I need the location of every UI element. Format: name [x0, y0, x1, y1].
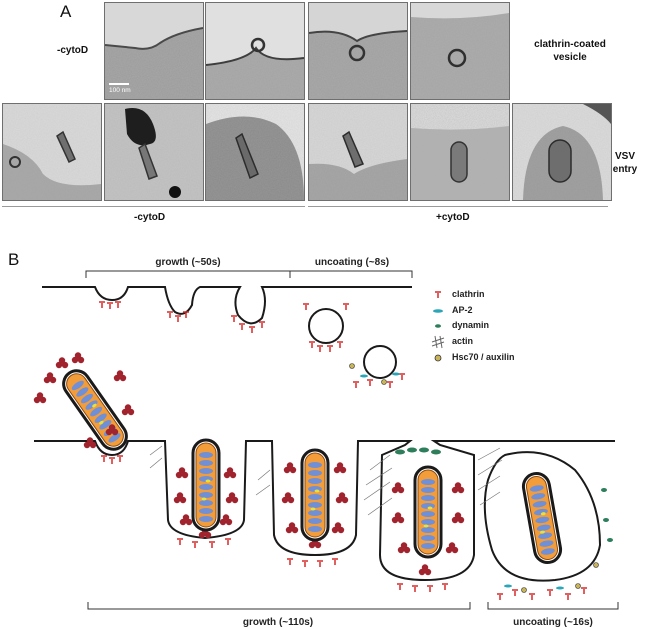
em-tile-bottom-3 — [205, 103, 305, 201]
em-image-bottom-6 — [513, 104, 611, 200]
em-image-bottom-1 — [3, 104, 101, 200]
em-image-bottom-3 — [206, 104, 304, 200]
legend-label-actin: actin — [452, 336, 474, 346]
em-image-top-4 — [411, 3, 509, 99]
side-label-vsv-line2: entry — [612, 164, 638, 175]
bracket-bottom-growth — [87, 602, 471, 610]
bracket-bottom-uncoating — [487, 602, 619, 610]
em-tile-top-2 — [205, 2, 305, 100]
scale-bar — [109, 83, 129, 85]
em-image-bottom-2 — [105, 104, 203, 200]
legend-label-hsc70-auxilin: Hsc70 / auxilin — [452, 352, 515, 362]
side-label-vsv-entry: VSV entry — [605, 150, 645, 176]
legend-label-dynamin: dynamin — [452, 320, 490, 330]
em-image-top-3 — [309, 3, 407, 99]
legend-hsc70-auxilin-icon — [434, 354, 442, 362]
bottom-label-plus-cytod: +cytoD — [436, 212, 470, 223]
em-tile-bottom-1 — [2, 103, 102, 201]
side-label-clathrin-vesicle: clathrin-coated vesicle — [525, 38, 615, 64]
bottom-dynamin-collar — [395, 447, 441, 455]
virion-pit-3 — [413, 465, 443, 559]
legend-ap2-icon — [433, 309, 443, 313]
panel-a-letter: A — [60, 2, 72, 21]
bottom-free-coat-components — [496, 488, 613, 601]
top-free-clathrin — [349, 363, 406, 389]
bracket-top-growth — [85, 270, 291, 278]
bottom-plasma-membrane — [34, 440, 615, 582]
bracket-top-uncoating — [290, 270, 413, 278]
em-tile-bottom-4 — [308, 103, 408, 201]
em-tile-bottom-6 — [512, 103, 612, 201]
top-plasma-membrane — [42, 286, 412, 325]
top-uncoating-vesicle — [363, 345, 397, 379]
em-tile-bottom-2 — [104, 103, 204, 201]
bottom-actin-filaments — [149, 445, 503, 516]
separator-minus-cytod — [2, 206, 305, 207]
em-tile-top-4 — [410, 2, 510, 100]
bottom-free-vesicle — [483, 451, 602, 582]
label-top-uncoating: uncoating (~8s) — [315, 257, 389, 268]
legend-clathrin-icon — [434, 291, 442, 299]
side-label-clathrin-line1: clathrin-coated — [534, 39, 606, 50]
label-bottom-uncoating: uncoating (~16s) — [513, 617, 593, 628]
em-tile-bottom-5 — [410, 103, 510, 201]
side-label-clathrin-line2: vesicle — [553, 52, 587, 63]
label-bottom-growth: growth (~110s) — [243, 617, 313, 628]
label-top-growth: growth (~50s) — [155, 257, 220, 268]
virion-pit-1 — [191, 438, 221, 532]
top-coated-vesicle — [308, 308, 344, 344]
legend-label-ap2: AP-2 — [452, 305, 473, 315]
em-image-top-2 — [206, 3, 304, 99]
em-image-bottom-4 — [309, 104, 407, 200]
em-tile-top-3 — [308, 2, 408, 100]
legend-label-clathrin: clathrin — [452, 289, 485, 299]
em-tile-top-1: 100 nm — [104, 2, 204, 100]
separator-plus-cytod — [308, 206, 608, 207]
side-label-vsv-line1: VSV — [614, 151, 635, 162]
panel-b-letter: B — [8, 250, 20, 269]
legend-dynamin-icon — [435, 324, 441, 328]
bottom-label-minus-cytod: -cytoD — [134, 212, 166, 223]
virion-vesicle — [519, 469, 565, 567]
virion-pit-2 — [300, 448, 330, 542]
scale-label: 100 nm — [109, 87, 131, 94]
em-image-bottom-5 — [411, 104, 509, 200]
legend-actin-icon — [431, 335, 445, 349]
row-label-minus-cytod: -cytoD — [57, 45, 89, 56]
